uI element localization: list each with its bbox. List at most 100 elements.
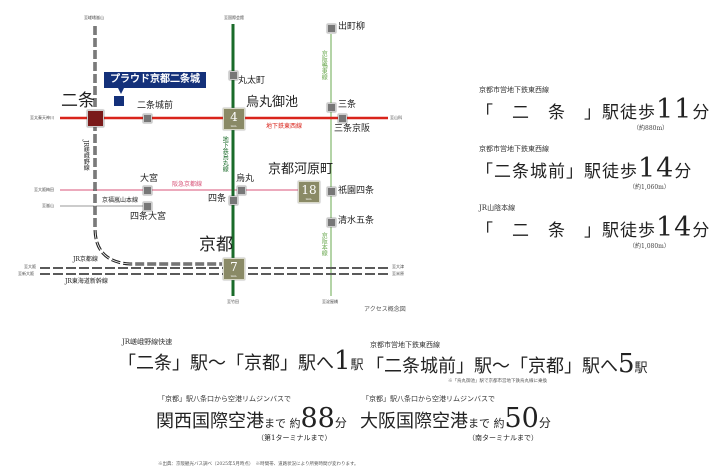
station-omiya: 大宮 <box>140 174 159 184</box>
keifuku-line-label: 京福嵐山本線 <box>102 197 139 204</box>
terminus-label: 至大阪梅田 <box>34 187 54 192</box>
airport-made: まで 約 <box>264 417 301 430</box>
terminus-label: 至太秦天神川 <box>30 115 54 120</box>
badge-minutes: 7 <box>230 260 238 274</box>
route-count: 1 <box>334 346 351 376</box>
airport-minutes: 50 <box>504 403 539 434</box>
walk-suffix: 駅徒歩 <box>602 103 656 123</box>
station-marker <box>327 103 336 112</box>
airport-time: 関西国際空港まで 約88分 <box>156 405 347 432</box>
route-stations: 「二条」駅～「京都」駅へ <box>118 353 334 374</box>
station-nijo: 二条 <box>61 91 95 111</box>
tozai-line-label: 地下鉄東西線 <box>266 123 303 130</box>
airport-lead: 「京都」駅八条口から空港リムジンバスで <box>362 395 495 403</box>
station-karasuma-oike: 烏丸御池 <box>246 95 299 110</box>
station-marker <box>229 196 238 205</box>
property-marker <box>114 96 124 106</box>
property-label: プラウド京都二条城 <box>104 72 206 88</box>
airport-unit: 分 <box>538 416 551 430</box>
station-kyoto: 京都 <box>199 235 233 255</box>
walk-unit: 分 <box>674 162 693 182</box>
walk-minutes: 11 <box>656 94 693 125</box>
walk-station: 「 二 条 」駅徒歩14分 <box>476 214 710 241</box>
airport-minutes: 88 <box>300 403 335 434</box>
walk-station: 「二条城前」駅徒歩14分 <box>476 155 692 182</box>
terminus-label: 至嵯峨嵐山 <box>84 15 104 20</box>
route-note: ※「烏丸御池」駅で京都市営地下鉄烏丸線に乗換 <box>448 379 547 384</box>
station-sanjo-keihan: 三条京阪 <box>334 124 371 134</box>
route-unit: 駅 <box>634 361 648 376</box>
station-marker <box>327 218 336 227</box>
station-marker <box>143 202 152 211</box>
badge-minutes: 4 <box>230 110 238 124</box>
terminus-label: 至国際会館 <box>224 15 244 20</box>
station-marker <box>327 187 336 196</box>
sagano-line <box>93 26 222 266</box>
station-marker <box>338 114 347 123</box>
station-shijo-omiya: 四条大宮 <box>130 212 167 222</box>
terminus-label: 至新大阪 <box>18 271 34 276</box>
badge-unit: min. <box>230 124 238 128</box>
walk-station: 「 二 条 」駅徒歩11分 <box>476 96 710 123</box>
station-gion-shijo: 祇園四条 <box>338 186 375 196</box>
keihan-oto-line-label: 京阪鴨東線 <box>320 50 328 80</box>
station-name: 「 二 条 」 <box>476 103 602 123</box>
badge-unit: min. <box>305 197 313 201</box>
route-text: 「二条城前」駅～「京都」駅へ5駅 <box>366 351 648 377</box>
walk-distance: （約1,080m） <box>629 243 670 250</box>
badge-minutes: 18 <box>301 183 317 197</box>
terminus-label: 至竹田 <box>227 299 239 304</box>
route-text: 「二条」駅～「京都」駅へ1駅 <box>118 348 364 374</box>
station-marker <box>327 24 336 33</box>
airport-time: 大阪国際空港まで 約50分 <box>360 405 551 432</box>
walk-line: 京都市営地下鉄東西線 <box>479 145 549 153</box>
walk-line: 京都市営地下鉄東西線 <box>479 86 549 94</box>
terminus-label: 至大阪 <box>24 264 36 269</box>
terminus-label: 至大津 <box>392 264 404 269</box>
badge-unit: min. <box>230 274 238 278</box>
station-marker <box>143 114 152 123</box>
terminus-label: 至淀屋橋 <box>322 299 338 304</box>
airport-name: 関西国際空港 <box>156 411 264 432</box>
terminus-label: 至米原 <box>392 271 404 276</box>
karasuma-line-label: 地下鉄烏丸線 <box>221 136 229 172</box>
airport-name: 大阪国際空港 <box>360 411 468 432</box>
airport-lead: 「京都」駅八条口から空港リムジンバスで <box>158 395 291 403</box>
airport-made: まで 約 <box>468 417 505 430</box>
station-nijojomae: 二条城前 <box>137 101 174 111</box>
station-kyoto-kawaramachi: 京都河原町 <box>268 162 334 177</box>
terminus-label: 至嵐山 <box>42 203 54 208</box>
map-caption: アクセス概念図 <box>364 306 406 313</box>
station-karasuma: 烏丸 <box>236 174 255 184</box>
station-marker <box>237 186 246 195</box>
station-shijo: 四条 <box>208 194 227 204</box>
walk-unit: 分 <box>692 103 711 123</box>
station-name: 「 二 条 」 <box>476 221 602 241</box>
route-count: 5 <box>618 349 635 379</box>
jr-kyoto-line-label: JR京都線 <box>73 256 98 263</box>
route-line: 京都市営地下鉄東西線 <box>370 341 440 349</box>
route-line: JR嵯峨野線快速 <box>122 338 173 346</box>
property-label-pointer <box>118 88 124 94</box>
walk-distance: （約880m） <box>633 125 669 132</box>
station-demachiyanagi: 出町柳 <box>338 22 366 32</box>
station-sanjo: 三条 <box>338 100 357 110</box>
walk-distance: （約1,060m） <box>629 184 670 191</box>
airport-note: （第1ターミナルまで） <box>257 434 332 442</box>
station-marker <box>143 186 152 195</box>
footnote: ※出典：京阪観光バス調べ（2025年5月時点） ※時間帯、道路状況により所要時間… <box>158 462 359 467</box>
nijo-station-marker <box>87 110 104 127</box>
airport-note: （南ターミナルまで） <box>468 434 538 442</box>
station-kiyomizu-gojo: 清水五条 <box>338 216 375 226</box>
walk-suffix: 駅徒歩 <box>584 162 638 182</box>
walk-minutes: 14 <box>638 153 675 184</box>
airport-unit: 分 <box>334 416 347 430</box>
walk-suffix: 駅徒歩 <box>602 221 656 241</box>
sagano-line-inner <box>94 26 222 265</box>
hankyu-line-label: 阪急京都線 <box>172 181 203 188</box>
walk-unit: 分 <box>692 221 711 241</box>
station-name: 「二条城前」 <box>476 162 584 182</box>
